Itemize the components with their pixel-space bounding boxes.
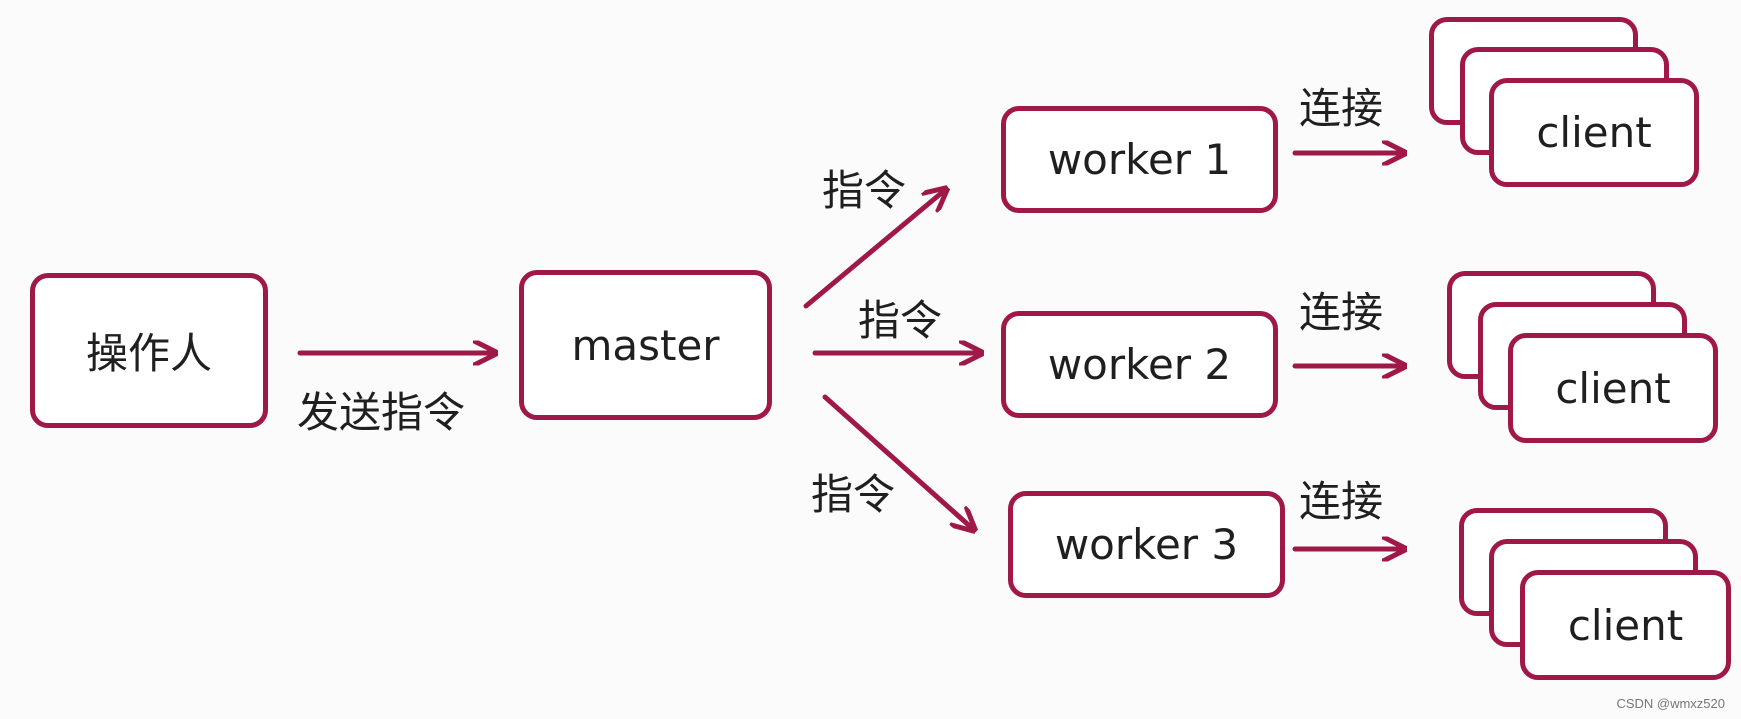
client-label-2: client — [1555, 363, 1671, 413]
operator-node: 操作人 — [30, 273, 268, 428]
command-label-2: 指令 — [858, 296, 943, 345]
client-node-3: client — [1520, 570, 1731, 680]
worker-node-3: worker 3 — [1008, 491, 1285, 598]
arrow-master-to-worker-3 — [822, 394, 973, 529]
worker-node-2: worker 2 — [1001, 311, 1278, 418]
worker-node-1: worker 1 — [1001, 106, 1278, 213]
master-label: master — [571, 320, 720, 370]
connect-label-2: 连接 — [1299, 288, 1384, 337]
worker-label-2: worker 2 — [1047, 340, 1232, 389]
connect-label-1: 连接 — [1299, 84, 1384, 133]
client-label-3: client — [1567, 600, 1684, 650]
master-node: master — [519, 270, 772, 420]
client-node-2: client — [1508, 333, 1718, 443]
arrow-master-to-worker-1 — [803, 190, 945, 309]
command-label-1: 指令 — [822, 166, 907, 215]
send-command-label: 发送指令 — [297, 388, 466, 437]
command-label-3: 指令 — [811, 470, 896, 519]
operator-label: 操作人 — [85, 329, 212, 378]
connect-label-3: 连接 — [1299, 477, 1384, 526]
watermark: CSDN @wmxz520 — [1616, 696, 1725, 711]
worker-label-1: worker 1 — [1047, 135, 1232, 184]
client-node-1: client — [1489, 78, 1699, 187]
client-label-1: client — [1536, 108, 1652, 157]
worker-label-3: worker 3 — [1054, 520, 1239, 569]
